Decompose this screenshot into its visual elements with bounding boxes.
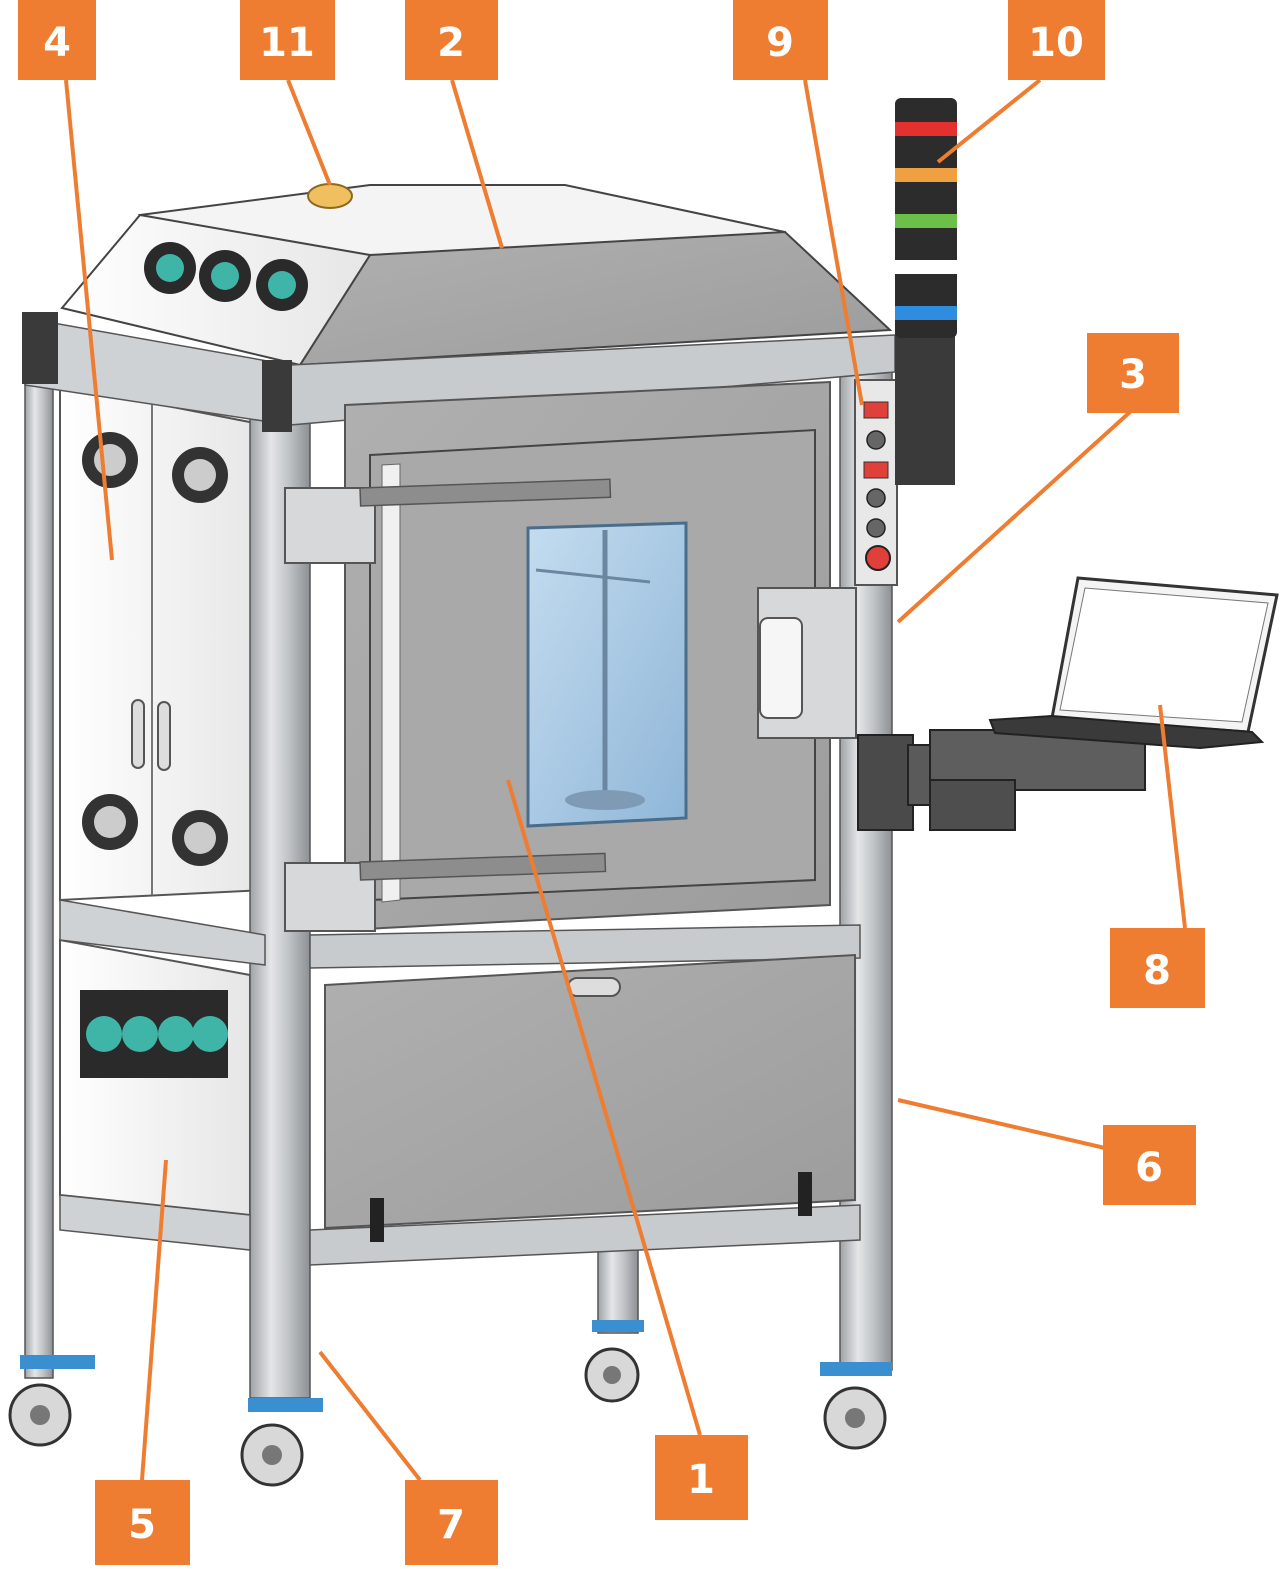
- foot-cap: [820, 1362, 892, 1376]
- callout-4: 4: [18, 0, 96, 80]
- callout-2: 2: [405, 0, 498, 80]
- laptop-arm: [857, 576, 1279, 831]
- leader-1: [506, 779, 702, 1436]
- callout-3: 3: [1087, 333, 1179, 413]
- tower-segment: [895, 168, 957, 182]
- key-switch: [866, 430, 886, 450]
- lower-front-panel: [324, 953, 856, 1242]
- emergency-stop-button: [865, 545, 891, 571]
- callout-1: 1: [655, 1435, 748, 1520]
- callout-3-label: 3: [1119, 352, 1147, 398]
- callout-8-label: 8: [1143, 948, 1171, 994]
- leader-9: [803, 79, 864, 406]
- leader-4: [64, 79, 114, 561]
- callout-2-label: 2: [437, 20, 465, 66]
- callout-leaders: [64, 78, 1187, 1482]
- side-handle: [131, 699, 145, 769]
- callout-9-label: 9: [766, 20, 794, 66]
- callout-5-label: 5: [128, 1502, 156, 1548]
- control-panel: [854, 330, 955, 586]
- tower-segment: [895, 306, 957, 320]
- leader-5: [140, 1159, 168, 1481]
- power-switch: [863, 401, 889, 419]
- leader-11: [286, 79, 332, 186]
- callout-10-label: 10: [1028, 20, 1084, 66]
- callout-11: 11: [240, 0, 335, 80]
- callout-1-label: 1: [687, 1457, 715, 1503]
- side-handle: [157, 701, 171, 771]
- tower-segment: [895, 214, 957, 228]
- tower-segment: [895, 122, 957, 136]
- beacon-light: [307, 183, 353, 209]
- callout-11-label: 11: [259, 20, 315, 66]
- signal-tower: [895, 98, 957, 338]
- tower-segment: [895, 260, 957, 274]
- callout-4-label: 4: [43, 20, 71, 66]
- leader-8: [1158, 704, 1187, 929]
- front-chamber: [284, 380, 857, 932]
- lower-handle: [567, 977, 621, 997]
- foot-cap: [20, 1355, 95, 1369]
- power-switch: [863, 461, 889, 479]
- leader-3: [896, 410, 1132, 624]
- leader-10: [936, 78, 1042, 164]
- left-side-cabinet: [59, 383, 266, 1217]
- top-hood: [60, 183, 893, 367]
- laptop: [988, 576, 1279, 750]
- key-switch: [866, 518, 886, 538]
- callout-8: 8: [1110, 928, 1205, 1008]
- key-switch: [866, 488, 886, 508]
- casters: [8, 1320, 892, 1487]
- leader-6: [897, 1098, 1106, 1150]
- leader-2: [450, 79, 504, 249]
- foot-cap: [592, 1320, 644, 1332]
- callout-6-label: 6: [1135, 1145, 1163, 1191]
- callout-10: 10: [1008, 0, 1105, 80]
- foot-cap: [248, 1398, 323, 1412]
- callout-7-label: 7: [437, 1502, 465, 1548]
- callout-5: 5: [95, 1480, 190, 1565]
- callout-9: 9: [733, 0, 828, 80]
- leader-7: [318, 1350, 422, 1482]
- callout-7: 7: [405, 1480, 498, 1565]
- top-fans: [144, 242, 308, 311]
- side-fans: [82, 432, 228, 866]
- callout-6: 6: [1103, 1125, 1196, 1205]
